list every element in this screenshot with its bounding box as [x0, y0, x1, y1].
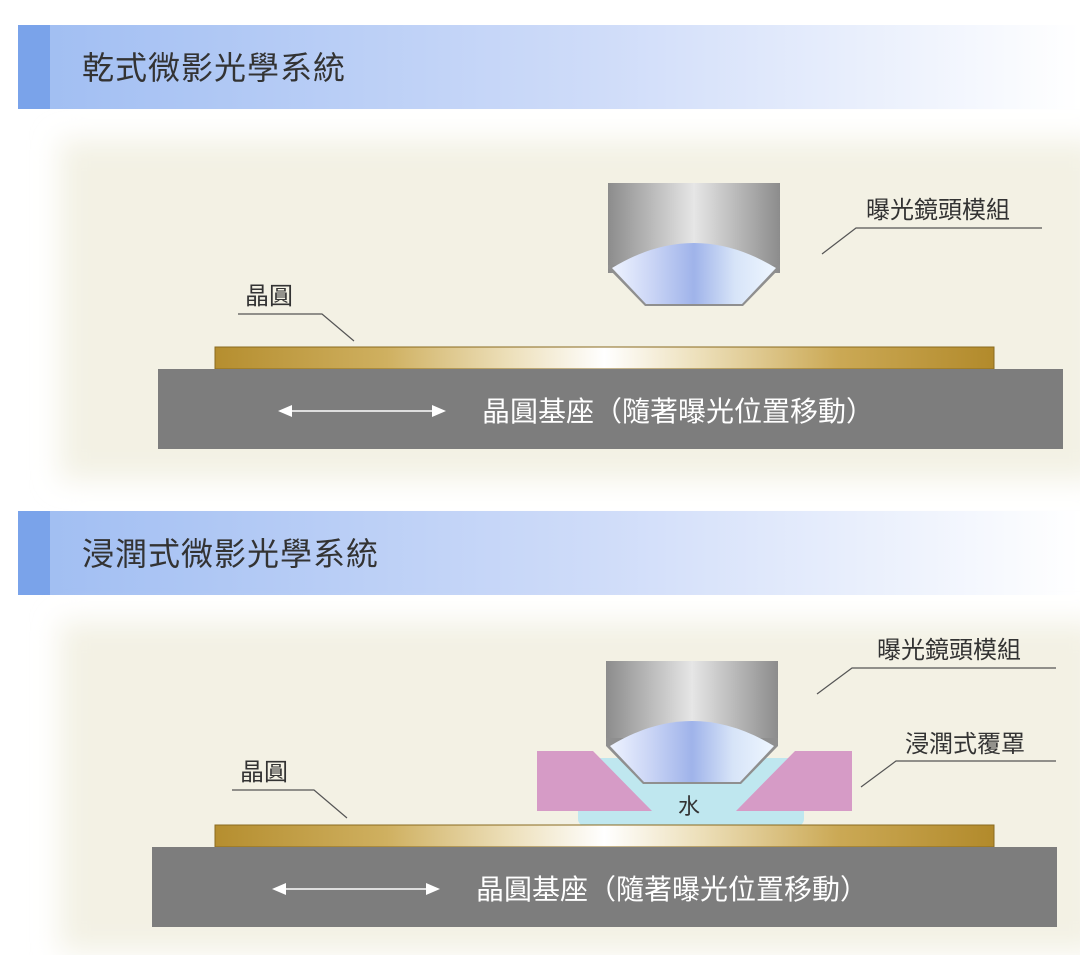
- immersion-lens-module: [606, 661, 778, 784]
- dry-stage-arrow: [278, 405, 446, 417]
- dry-wafer-label: 晶圓: [245, 282, 293, 310]
- immersion-wafer-label: 晶圓: [240, 758, 288, 786]
- immersion-water-label: 水: [678, 795, 700, 820]
- dry-wafer-stage: [158, 369, 1063, 449]
- dry-title-bar: [18, 25, 1080, 109]
- immersion-title-bar: [18, 511, 1080, 595]
- dry-lens-module: [608, 183, 780, 306]
- immersion-hood-left: [537, 751, 652, 811]
- dry-lens-leader: [821, 227, 1042, 255]
- immersion-wafer: [214, 824, 995, 848]
- immersion-lens-leader: [816, 667, 1056, 695]
- dry-wafer-leader: [238, 313, 355, 342]
- dry-lens-label: 曝光鏡頭模組: [866, 196, 1010, 224]
- immersion-section: 浸潤式微影光學系統 水 曝光鏡頭模組 浸潤式覆罩 晶圓 晶圓基座（隨著曝光位置: [18, 511, 1080, 952]
- immersion-title: 浸潤式微影光學系統: [82, 535, 379, 573]
- dry-section: 乾式微影光學系統 曝光鏡頭模組 晶圓 晶圓基座（隨著曝光位置移動）: [18, 25, 1080, 480]
- immersion-wafer-leader: [232, 789, 348, 819]
- immersion-lens-label: 曝光鏡頭模組: [877, 636, 1021, 664]
- immersion-stage-label: 晶圓基座（隨著曝光位置移動）: [476, 873, 868, 906]
- immersion-hood-leader: [860, 760, 1056, 788]
- immersion-lens-glass: [610, 721, 774, 782]
- immersion-stage-arrow: [272, 883, 440, 895]
- dry-lens-glass: [612, 243, 776, 304]
- dry-title: 乾式微影光學系統: [82, 49, 346, 87]
- immersion-title-accent: [18, 511, 50, 595]
- immersion-hood-label: 浸潤式覆罩: [905, 730, 1025, 758]
- dry-stage-label: 晶圓基座（隨著曝光位置移動）: [482, 395, 874, 428]
- dry-wafer: [214, 346, 995, 370]
- immersion-wafer-stage: [152, 847, 1057, 927]
- dry-title-accent: [18, 25, 50, 109]
- immersion-hood-right: [736, 751, 852, 811]
